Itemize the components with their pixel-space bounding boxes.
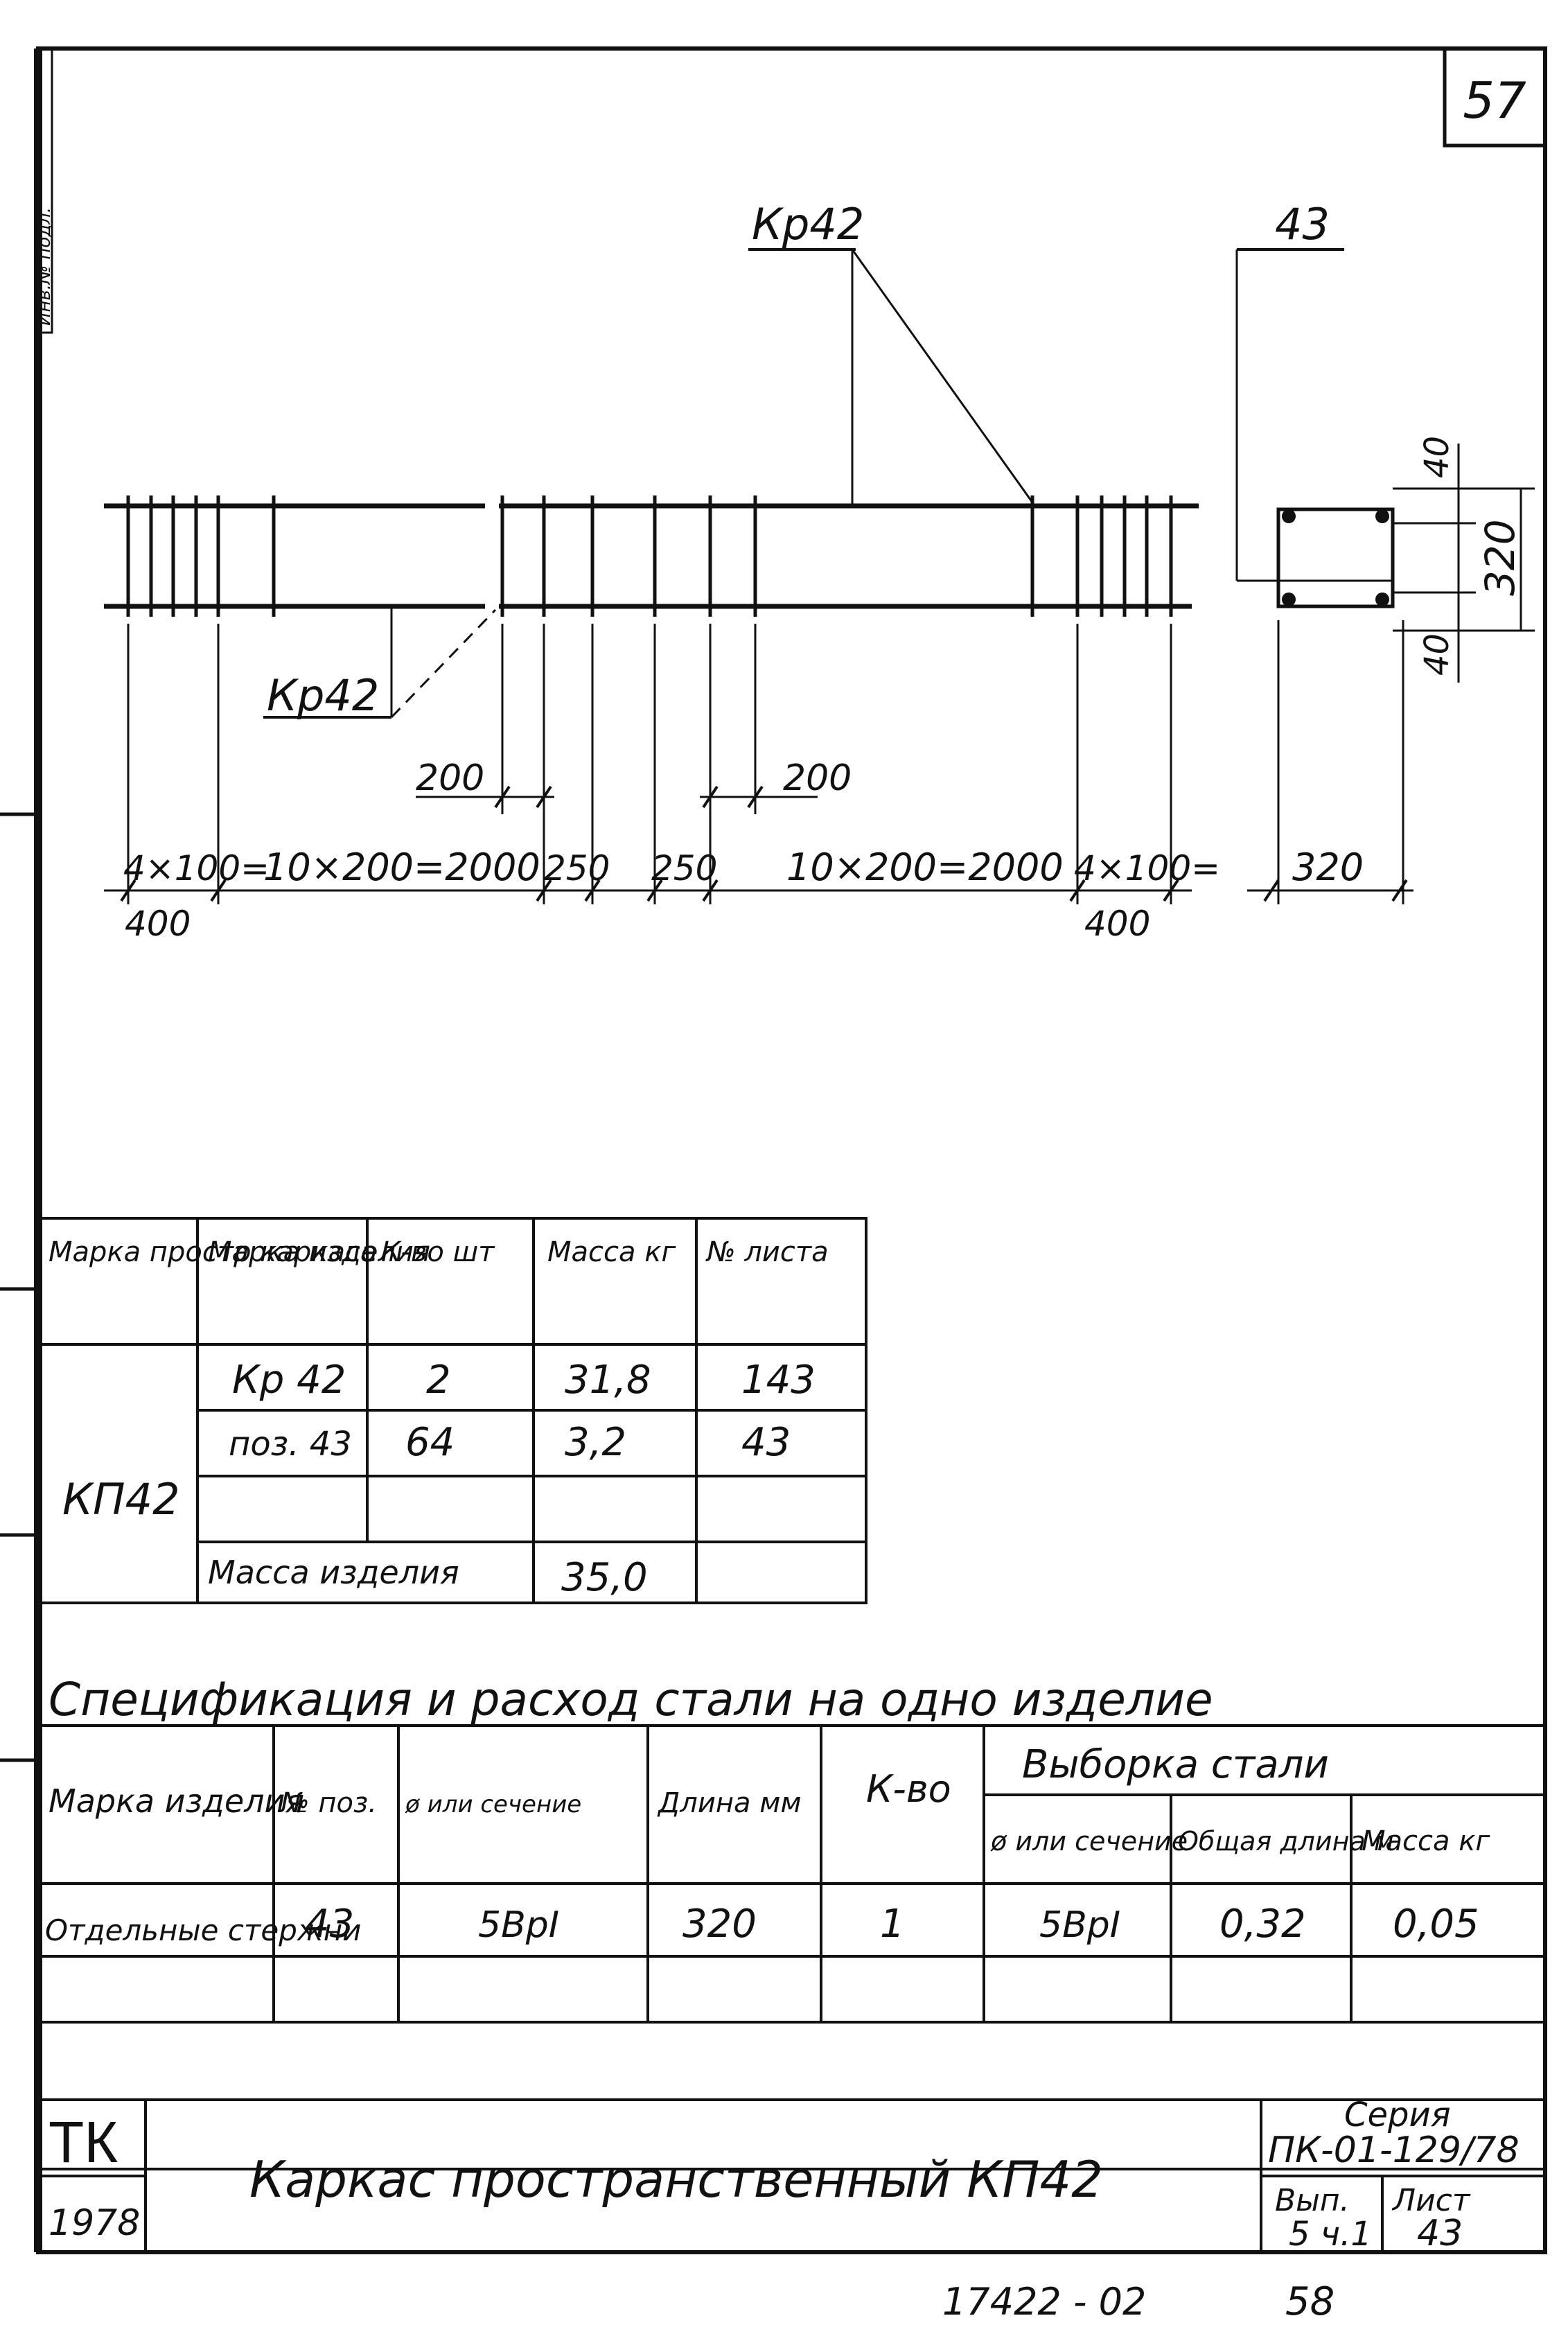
dim-200-right: 200	[783, 757, 852, 799]
section-rod-bl	[1282, 593, 1296, 606]
section-height: 320	[1477, 519, 1524, 596]
assembly-header-sheet: № листа	[705, 1236, 829, 1268]
assembly-row2-qty: 64	[405, 1420, 455, 1465]
spec-header-qty: К-во	[866, 1767, 951, 1811]
spec-row-steel-length: 0,32	[1219, 1902, 1306, 1947]
spec-row-section: 5ВрI	[478, 1904, 559, 1946]
dim-200-left: 200	[416, 757, 484, 799]
label-kr42-left: Кр42	[267, 670, 379, 721]
spec-header-steel: Выборка стали	[1022, 1742, 1329, 1787]
spec-row-pos: 43	[305, 1902, 354, 1947]
assembly-table	[37, 1217, 867, 1604]
spec-row-steel-section: 5ВрI	[1039, 1904, 1120, 1946]
section-top-40: 40	[1418, 436, 1456, 478]
frame-gap	[485, 499, 499, 617]
cross-section	[1276, 507, 1404, 904]
title-block-sheet: 43	[1417, 2213, 1463, 2254]
corner-number: 57	[1463, 71, 1526, 130]
assembly-row1-mass: 31,8	[565, 1358, 651, 1403]
extension-lines	[127, 624, 1172, 904]
title-block-issue-label: Вып.	[1275, 2183, 1350, 2218]
spec-row-qty: 1	[880, 1902, 905, 1947]
assembly-header-qty: К-во шт	[381, 1236, 495, 1268]
assembly-total-mass: 35,0	[561, 1555, 648, 1600]
dim-250-left: 250	[544, 848, 610, 888]
corner-number-box	[1443, 46, 1547, 148]
title-block-year: 1978	[49, 2202, 140, 2244]
section-rod-br	[1375, 593, 1389, 606]
margin-strip	[37, 47, 53, 334]
dim-left-span: 10×200=2000	[263, 845, 540, 889]
section-rod-tl	[1282, 509, 1296, 523]
spec-row-length: 320	[682, 1902, 757, 1947]
dim-250-right: 250	[651, 848, 717, 888]
section-bottom-40: 40	[1418, 633, 1456, 676]
label-pos43: 43	[1275, 199, 1330, 249]
dim-left-group-total: 400	[125, 904, 191, 944]
title-block	[38, 2100, 1545, 2254]
footer-page: 58	[1285, 2279, 1334, 2324]
margin-ticks	[0, 812, 38, 1762]
spec-header-length: Длина мм	[657, 1787, 802, 1819]
section-outline	[1276, 507, 1395, 608]
assembly-row1-qty: 2	[426, 1358, 451, 1403]
dim-right-span: 10×200=2000	[786, 845, 1064, 889]
title-block-series: ПК-01-129/78	[1268, 2130, 1519, 2171]
assembly-header-frame-mark: Марка простр каркаса	[49, 1236, 377, 1268]
dim-right-group: 4×100=	[1074, 848, 1220, 888]
assembly-total-label: Масса изделия	[208, 1554, 459, 1591]
dim-right-group-total: 400	[1084, 904, 1150, 944]
spec-row-mark: Отдельные стержни	[45, 1913, 361, 1947]
left-margin-label: Инв.№ подл.	[34, 207, 55, 326]
spec-header-mark: Марка изделия	[49, 1782, 304, 1820]
title-block-title: Каркас пространственный КП42	[249, 2150, 1103, 2209]
assembly-frame-mark: КП42	[62, 1474, 180, 1525]
title-block-sheet-label: Лист	[1391, 2183, 1471, 2218]
leader-kr42-top-2	[851, 249, 1034, 503]
assembly-row1-sheet: 143	[741, 1358, 816, 1403]
assembly-header-item-mark: Марка изделия	[208, 1236, 430, 1268]
spec-table	[38, 1724, 1545, 2101]
title-block-issue: 5 ч.1	[1289, 2215, 1372, 2254]
label-kr42-top: Кр42	[752, 199, 864, 249]
title-block-org: ТК	[49, 2109, 118, 2175]
spec-row-steel-mass: 0,05	[1393, 1902, 1479, 1947]
spec-header-pos: № поз.	[279, 1787, 377, 1819]
dim-left-group: 4×100=	[123, 848, 270, 888]
section-rod-tr	[1375, 509, 1389, 523]
assembly-row1-item: Кр 42	[232, 1358, 346, 1403]
assembly-row2-item: поз. 43	[229, 1425, 352, 1464]
frame-elevation	[104, 495, 1199, 617]
stirrups	[126, 495, 1173, 617]
dimension-ticks	[120, 785, 1408, 902]
assembly-header-mass: Масса кг	[547, 1236, 676, 1268]
spec-header-steel-length: Общая длина м	[1178, 1826, 1394, 1857]
spec-header-steel-section: ø или сечение	[990, 1826, 1188, 1857]
section-width: 320	[1292, 845, 1364, 889]
spec-header-section: ø или сечение	[405, 1791, 581, 1818]
title-block-series-label: Серия	[1344, 2096, 1451, 2134]
spec-header-steel-mass: Масса кг	[1362, 1825, 1490, 1857]
assembly-row2-mass: 3,2	[565, 1420, 626, 1465]
leader-kr42-left-2	[390, 608, 497, 719]
assembly-row2-sheet: 43	[741, 1420, 791, 1465]
footer-code: 17422 - 02	[942, 2280, 1146, 2324]
spec-title: Спецификация и расход стали на одно изде…	[49, 1673, 1213, 1726]
